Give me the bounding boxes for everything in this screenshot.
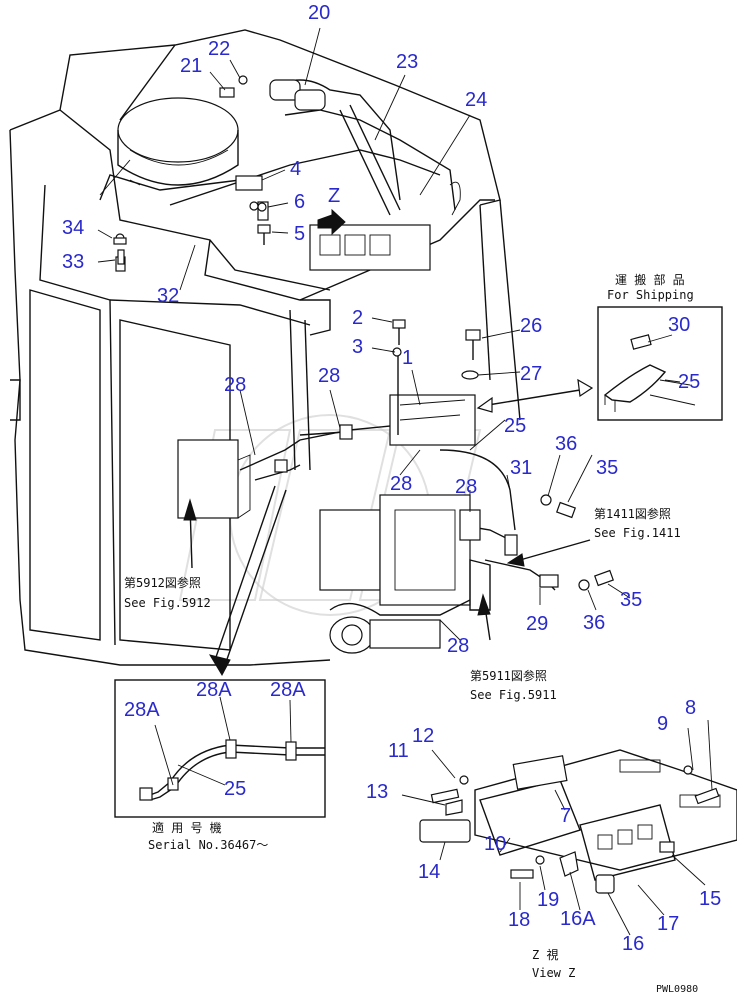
- callout-9: 9: [657, 713, 668, 735]
- callout-14: 14: [418, 861, 440, 883]
- note-ref5911-jp: 第5911図参照: [470, 668, 547, 683]
- callout-28A-2: 28A: [196, 679, 232, 701]
- callout-31: 31: [510, 457, 532, 479]
- fasteners: [113, 202, 614, 591]
- callout-16: 16: [622, 933, 644, 955]
- callout-10: 10: [484, 833, 506, 855]
- callout-7: 7: [560, 805, 571, 827]
- note-serial-en: Serial No.36467～: [148, 838, 268, 852]
- callout-34: 34: [62, 217, 84, 239]
- reference-notes: 運 搬 部 品 For Shipping 第1411図参照 See Fig.14…: [124, 272, 698, 995]
- callout-21: 21: [180, 55, 202, 77]
- note-shipping-jp: 運 搬 部 品: [615, 272, 685, 287]
- note-ref5912-jp: 第5912図参照: [124, 575, 201, 590]
- callout-36-b: 36: [583, 612, 605, 634]
- callout-11: 11: [388, 740, 409, 762]
- callout-5: 5: [294, 223, 305, 245]
- drawing-code: PWL0980: [656, 984, 698, 995]
- callout-19: 19: [537, 889, 559, 911]
- callout-z: Z: [328, 185, 340, 207]
- note-shipping-en: For Shipping: [607, 288, 694, 302]
- callout-26: 26: [520, 315, 542, 337]
- callout-33: 33: [62, 251, 84, 273]
- callout-6: 6: [294, 191, 305, 213]
- note-ref1411-en: See Fig.1411: [594, 526, 681, 540]
- roof-ac-unit: [117, 97, 239, 186]
- callout-28A-3: 28A: [270, 679, 306, 701]
- callout-35-b: 35: [620, 589, 642, 611]
- callout-18: 18: [508, 909, 530, 931]
- callout-28-e: 28: [447, 635, 469, 657]
- callout-35-a: 35: [596, 457, 618, 479]
- callout-1: 1: [402, 347, 413, 369]
- callout-28A-1: 28A: [124, 699, 160, 721]
- callout-29: 29: [526, 613, 548, 635]
- callout-28-c: 28: [390, 473, 412, 495]
- shipping-inset: [597, 306, 723, 421]
- callout-8: 8: [685, 697, 696, 719]
- callout-28-b: 28: [318, 365, 340, 387]
- note-ref5912-en: See Fig.5912: [124, 596, 211, 610]
- callout-16A: 16A: [560, 908, 596, 930]
- callout-20: 20: [308, 2, 330, 24]
- callout-3: 3: [352, 336, 363, 358]
- callout-24: 24: [465, 89, 487, 111]
- callout-25-c: 25: [224, 778, 246, 800]
- callout-28-d: 28: [455, 476, 477, 498]
- note-serial-jp: 適 用 号 機: [152, 820, 222, 835]
- callout-32: 32: [157, 285, 179, 307]
- callout-15: 15: [699, 888, 721, 910]
- note-ref5911-en: See Fig.5911: [470, 688, 557, 702]
- view-z-panel: [401, 719, 737, 936]
- callout-22: 22: [208, 38, 230, 60]
- callout-25-b: 25: [504, 415, 526, 437]
- callout-25-inset: 25: [678, 371, 700, 393]
- callout-17: 17: [657, 913, 679, 935]
- heater-and-harness: [177, 394, 559, 654]
- callout-labels: 20 22 21 23 24 4 6 Z 5 34 33 32 2 3 1 26…: [62, 2, 721, 955]
- callout-12: 12: [412, 725, 434, 747]
- callout-4: 4: [290, 158, 301, 180]
- serial-inset: [114, 679, 326, 818]
- callout-28-a: 28: [224, 374, 246, 396]
- callout-13: 13: [366, 781, 388, 803]
- callout-27: 27: [520, 363, 542, 385]
- leader-lines: [97, 27, 631, 677]
- callout-30: 30: [668, 314, 690, 336]
- note-ref1411-jp: 第1411図参照: [594, 506, 671, 521]
- note-viewz-en: View Z: [532, 966, 575, 980]
- callout-36-a: 36: [555, 433, 577, 455]
- note-viewz-jp: Z 視: [532, 947, 558, 962]
- callout-2: 2: [352, 307, 363, 329]
- callout-23: 23: [396, 51, 418, 73]
